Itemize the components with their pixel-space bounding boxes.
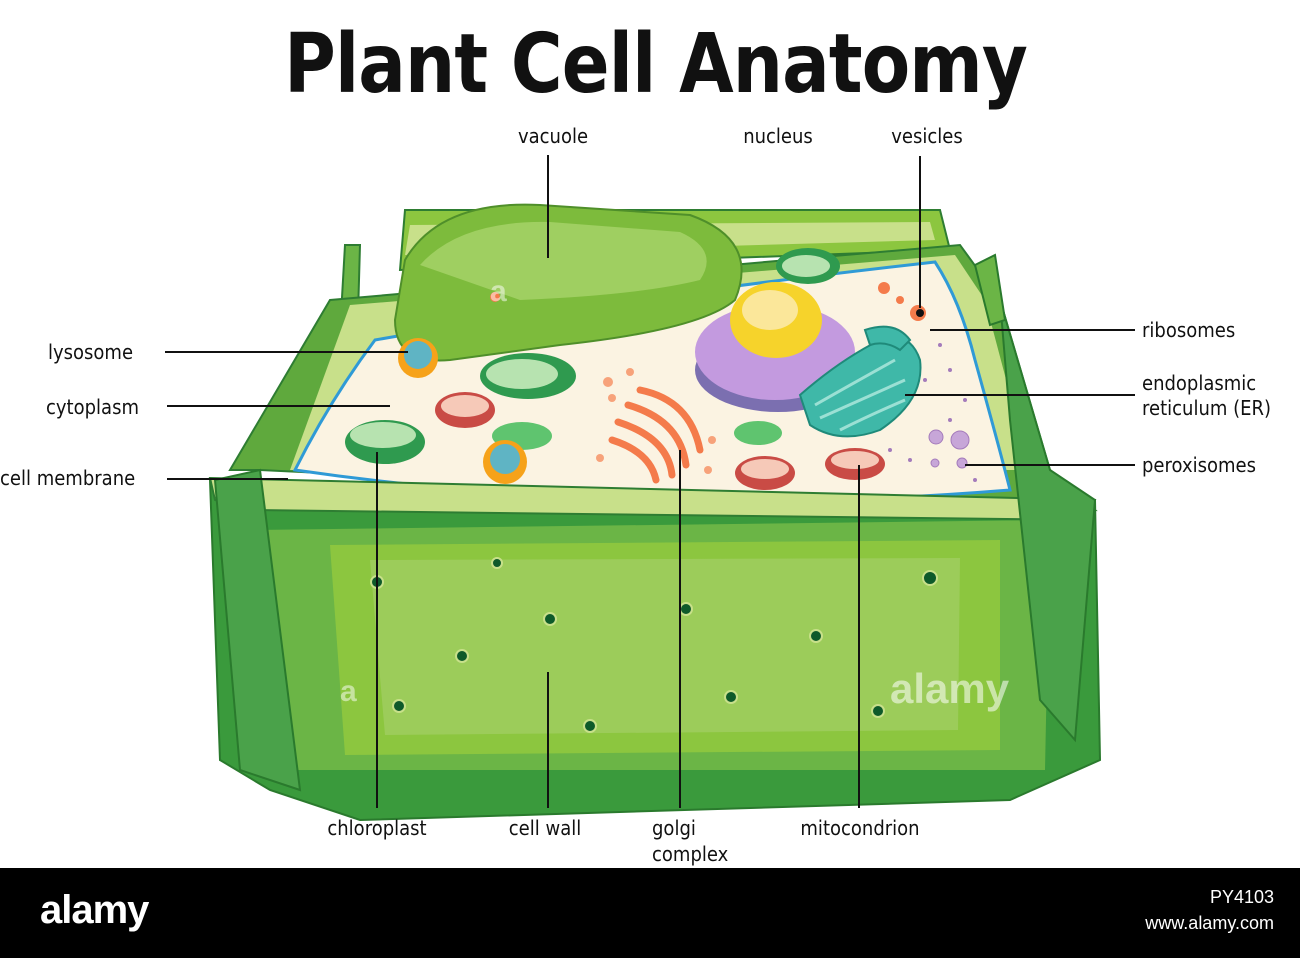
- vacuole-shape: [393, 203, 743, 362]
- label-cytoplasm: cytoplasm: [46, 395, 139, 419]
- site-url: www.alamy.com: [1145, 913, 1274, 933]
- label-chloroplast: chloroplast: [327, 816, 427, 840]
- label-ribosomes: ribosomes: [1142, 318, 1236, 342]
- golgi-shape: [608, 386, 704, 484]
- label-golgi-line1: golgi: [652, 816, 696, 840]
- watermark-overlay: alamy: [890, 665, 1010, 712]
- label-peroxisomes: peroxisomes: [1142, 453, 1257, 477]
- label-cell-membrane: cell membrane: [0, 466, 136, 490]
- mitochondrion-shape: [435, 392, 885, 490]
- alamy-logo: alamy: [40, 888, 149, 932]
- label-mitocondrion: mitocondrion: [800, 816, 920, 840]
- peroxisome-shape: [928, 429, 970, 469]
- label-er-line2: reticulum (ER): [1142, 396, 1272, 420]
- watermark-overlay-a: a: [490, 275, 507, 308]
- label-golgi-line2: complex: [652, 842, 729, 866]
- watermark-footer: [0, 868, 1300, 958]
- label-lysosome: lysosome: [48, 340, 134, 364]
- watermark-overlay-a: a: [340, 675, 357, 708]
- nucleus-shape: [695, 282, 861, 412]
- label-cell-wall: cell wall: [508, 816, 582, 840]
- label-er-line1: endoplasmic: [1142, 371, 1257, 395]
- image-reference: PY4103 www.alamy.com: [1145, 884, 1274, 936]
- label-nucleus: nucleus: [743, 124, 813, 148]
- image-id: PY4103: [1209, 887, 1274, 907]
- chloroplast-shape: [345, 248, 840, 464]
- page-title: Plant Cell Anatomy: [284, 17, 1028, 112]
- label-vesicles: vesicles: [891, 124, 963, 148]
- label-vacuole: vacuole: [517, 124, 589, 148]
